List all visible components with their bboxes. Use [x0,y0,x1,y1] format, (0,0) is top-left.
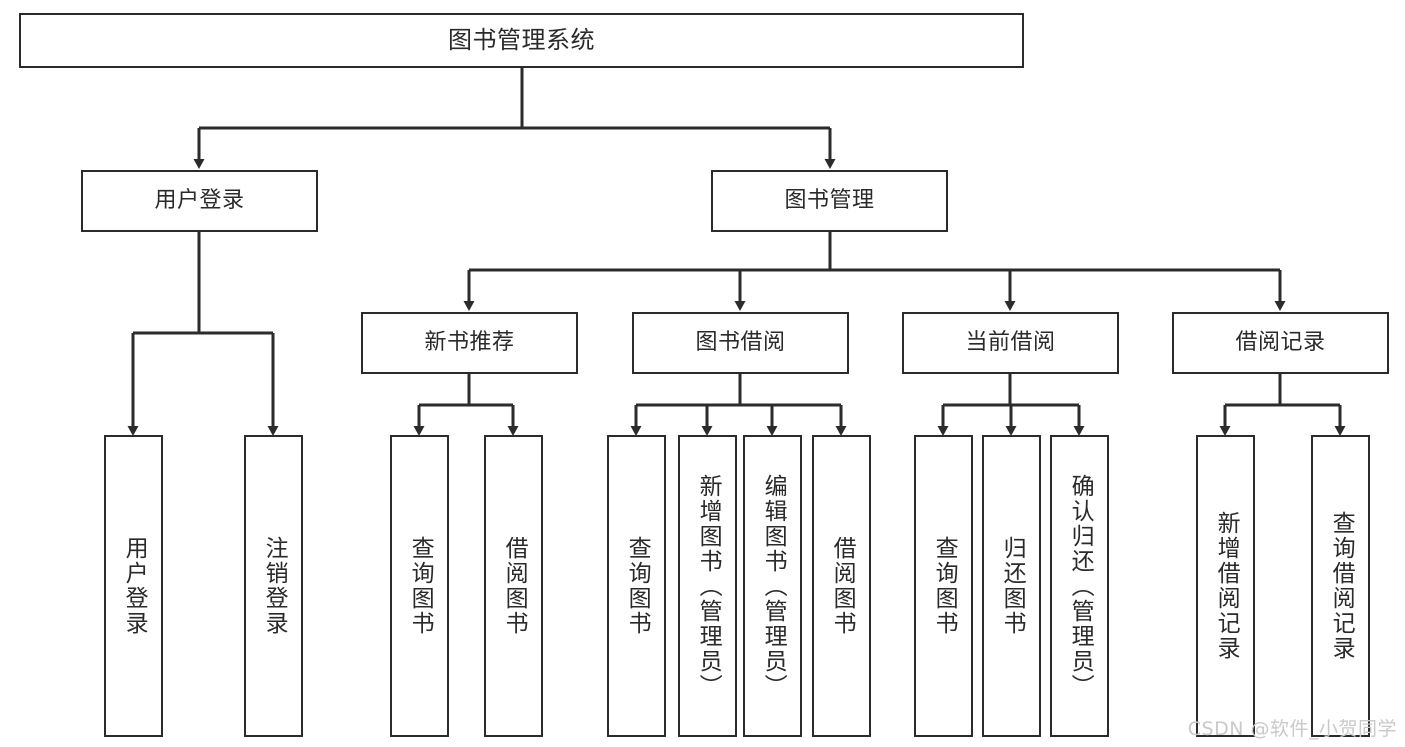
node-leaf-return-book-label: 归还图书 [999,536,1026,636]
node-root-book-management-system[interactable]: 图书管理系统 [19,13,1024,68]
node-book-borrow[interactable]: 图书借阅 [632,312,849,374]
node-user-login[interactable]: 用户登录 [81,170,318,232]
node-leaf-query-book-2-label: 查询图书 [624,536,651,636]
node-leaf-query-book-1[interactable]: 查询图书 [390,435,449,737]
node-current-borrow-label: 当前借阅 [965,329,1056,355]
node-current-borrow[interactable]: 当前借阅 [902,312,1119,374]
node-leaf-query-record-label: 查询借阅记录 [1328,511,1355,661]
node-leaf-borrow-book-1[interactable]: 借阅图书 [484,435,543,737]
node-borrow-record[interactable]: 借阅记录 [1172,312,1389,374]
node-leaf-query-book-1-label: 查询图书 [407,536,434,636]
node-new-book-recommend[interactable]: 新书推荐 [361,312,578,374]
node-book-management-label: 图书管理 [784,187,875,213]
node-leaf-user-logout[interactable]: 注销登录 [244,435,303,737]
node-borrow-record-label: 借阅记录 [1235,329,1326,355]
node-leaf-user-login[interactable]: 用户登录 [104,435,163,737]
node-leaf-borrow-book-1-label: 借阅图书 [501,536,528,636]
node-leaf-query-book-3-label: 查询图书 [931,536,958,636]
node-leaf-confirm-return-label: 确认归还（管理员） [1067,473,1094,699]
node-book-management[interactable]: 图书管理 [711,170,948,232]
node-leaf-query-book-2[interactable]: 查询图书 [607,435,666,737]
node-leaf-query-record[interactable]: 查询借阅记录 [1311,435,1370,737]
node-new-book-recommend-label: 新书推荐 [424,329,515,355]
node-leaf-borrow-book-2[interactable]: 借阅图书 [812,435,871,737]
node-leaf-edit-book-label: 编辑图书（管理员） [760,473,787,699]
node-root-label: 图书管理系统 [448,26,595,55]
node-leaf-query-book-3[interactable]: 查询图书 [914,435,973,737]
node-user-login-label: 用户登录 [154,187,245,213]
node-leaf-edit-book[interactable]: 编辑图书（管理员） [743,435,802,737]
node-leaf-add-record-label: 新增借阅记录 [1213,511,1240,661]
node-leaf-borrow-book-2-label: 借阅图书 [829,536,856,636]
node-leaf-user-login-label: 用户登录 [121,536,148,636]
node-leaf-add-record[interactable]: 新增借阅记录 [1196,435,1255,737]
node-leaf-add-book-label: 新增图书（管理员） [695,473,722,699]
node-leaf-return-book[interactable]: 归还图书 [982,435,1041,737]
node-leaf-confirm-return[interactable]: 确认归还（管理员） [1050,435,1109,737]
node-leaf-add-book[interactable]: 新增图书（管理员） [678,435,737,737]
node-book-borrow-label: 图书借阅 [695,329,786,355]
node-leaf-user-logout-label: 注销登录 [261,536,288,636]
